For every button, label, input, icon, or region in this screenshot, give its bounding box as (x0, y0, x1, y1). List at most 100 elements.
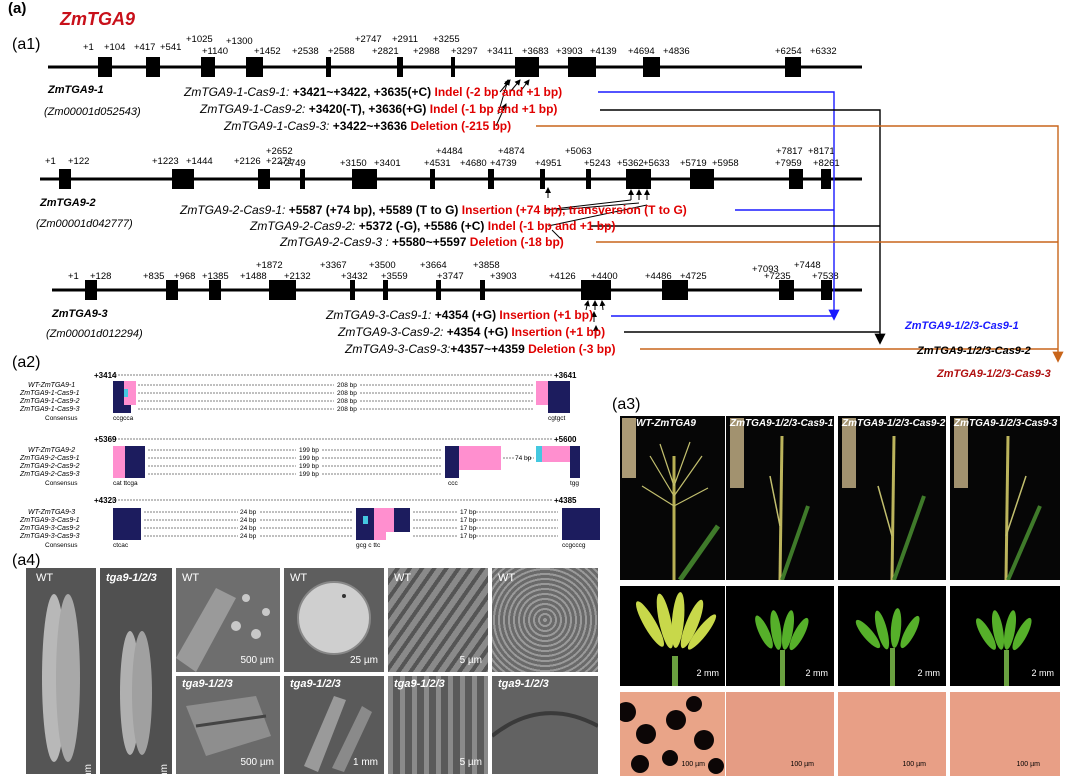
svg-text:+1444: +1444 (186, 156, 213, 167)
svg-text:+7448: +7448 (794, 260, 821, 271)
gene1-track (48, 57, 862, 77)
svg-text:+4739: +4739 (490, 158, 517, 169)
svg-text:+4139: +4139 (590, 46, 617, 57)
tassel-photo-cas9-1: ZmTGA9-1/2/3-Cas9-1 (726, 416, 834, 580)
svg-text:+2588: +2588 (328, 46, 355, 57)
svg-text:ZmTGA9-2-Cas9-1: ZmTGA9-2-Cas9-1 (19, 455, 80, 462)
sem-mutant-4: tga9-1/2/3 (492, 676, 598, 774)
svg-text:+5243: +5243 (584, 158, 611, 169)
svg-text:ZmTGA9-3-Cas9-1: ZmTGA9-3-Cas9-1 (19, 517, 80, 524)
svg-text:24 bp: 24 bp (240, 509, 257, 516)
svg-text:74 bp: 74 bp (515, 455, 532, 462)
svg-text:+5362: +5362 (617, 158, 644, 169)
spikelet-photo-cas9-1: 2 mm (726, 586, 834, 686)
mutation-line: ZmTGA9-3-Cas9-2: +4354 (+G) Insertion (+… (338, 325, 606, 339)
svg-text:+3683: +3683 (522, 46, 549, 57)
sequence-alignment: +3414 +3641 WT-ZmTGA9-1 ZmTGA9-1-Cas9-1 … (19, 371, 600, 549)
sem-mutant-1: tga9-1/2/3 500 µm (176, 676, 280, 774)
svg-text:+3858: +3858 (473, 260, 500, 271)
tassel-photo-wt: WT-ZmTGA9 (620, 416, 725, 580)
mutation-line: ZmTGA9-2-Cas9-2: +5372 (-G), +5586 (+C) … (250, 219, 616, 233)
svg-text:+2652: +2652 (266, 146, 293, 157)
scale-label: 500 µm (240, 655, 274, 666)
scale-label: 500 µm (240, 757, 274, 768)
pollen-photo-cas9-3: 100 µm (950, 692, 1060, 776)
svg-text:Consensus: Consensus (45, 415, 78, 422)
svg-text:208 bp: 208 bp (337, 406, 357, 413)
svg-text:208 bp: 208 bp (337, 390, 357, 397)
spikelet-photo-wt: 2 mm (620, 586, 725, 686)
svg-text:+4486: +4486 (645, 271, 672, 282)
sem-label: WT (182, 572, 200, 584)
svg-text:199 bp: 199 bp (299, 471, 319, 478)
a3-col-label: WT-ZmTGA9 (636, 418, 696, 429)
panel-a-label: (a) (8, 0, 27, 17)
gene3-target-arrows (583, 300, 606, 336)
svg-text:+835: +835 (143, 271, 164, 282)
svg-text:ctcac: ctcac (113, 542, 129, 549)
svg-text:+3500: +3500 (369, 260, 396, 271)
gene-structure-diagram: +1+104+417+541 +1025+1140+1300+1452 +253… (40, 34, 1064, 363)
pollen-photo-wt: 100 µm (620, 692, 725, 776)
svg-text:+3367: +3367 (320, 260, 347, 271)
gene2-ticks: +1+122+1223+1444 +2126+2271+2652+2749 +3… (45, 146, 840, 169)
gene1-id: (Zm00001d052543) (44, 106, 141, 118)
svg-text:Consensus: Consensus (45, 480, 78, 487)
sem-wt-3: WT 5 µm (388, 568, 488, 672)
svg-text:+5633: +5633 (643, 158, 670, 169)
svg-text:+8261: +8261 (813, 158, 840, 169)
svg-text:+4680: +4680 (460, 158, 487, 169)
svg-text:+417: +417 (134, 42, 155, 53)
svg-text:+2911: +2911 (392, 34, 418, 45)
svg-text:+1452: +1452 (254, 46, 281, 57)
svg-text:17 bp: 17 bp (460, 533, 477, 540)
gene3-track (52, 280, 862, 300)
svg-text:+3150: +3150 (340, 158, 367, 169)
svg-text:WT-ZmTGA9-3: WT-ZmTGA9-3 (28, 509, 75, 516)
svg-text:+5719: +5719 (680, 158, 707, 169)
svg-text:+1: +1 (45, 156, 56, 167)
panel-a4-label: (a4) (12, 552, 41, 569)
sem-anther-mutant: tga9-1/2/3 1 mm (100, 568, 172, 774)
svg-text:+1385: +1385 (202, 271, 229, 282)
svg-text:+541: +541 (160, 42, 181, 53)
svg-text:+1300: +1300 (226, 36, 253, 47)
svg-text:ccgcccg: ccgcccg (562, 542, 586, 549)
sem-label: tga9-1/2/3 (182, 678, 233, 690)
svg-text:+2132: +2132 (284, 271, 311, 282)
svg-text:+3664: +3664 (420, 260, 447, 271)
mutation-line: ZmTGA9-1-Cas9-2: +3420(-T), +3636(+G) In… (200, 102, 558, 116)
svg-text:ZmTGA9-3-Cas9-2: ZmTGA9-3-Cas9-2 (19, 525, 80, 532)
sem-wt-1: WT 500 µm (176, 568, 280, 672)
svg-text:+2271: +2271 (266, 156, 293, 167)
a3-col-label: ZmTGA9-1/2/3-Cas9-1 (730, 418, 834, 429)
svg-text:+3255: +3255 (433, 34, 460, 45)
svg-text:ZmTGA9-2-Cas9-3: ZmTGA9-2-Cas9-3 (19, 471, 80, 478)
svg-text:+7538: +7538 (812, 271, 839, 282)
svg-text:+4874: +4874 (498, 146, 525, 157)
block1-rows: WT-ZmTGA9-1 ZmTGA9-1-Cas9-1 ZmTGA9-1-Cas… (19, 382, 80, 413)
sem-label: WT (498, 572, 516, 584)
sem-anther-wt: WT 1 mm (26, 568, 96, 774)
svg-text:+6332: +6332 (810, 46, 837, 57)
svg-text:+3903: +3903 (556, 46, 583, 57)
gene3-name: ZmTGA9-3 (52, 308, 108, 320)
svg-text:+2538: +2538 (292, 46, 319, 57)
svg-text:+1872: +1872 (256, 260, 283, 271)
svg-text:+2988: +2988 (413, 46, 440, 57)
pollen-photo-cas9-2: 100 µm (838, 692, 946, 776)
scale-label: 100 µm (681, 761, 706, 768)
svg-text:+3432: +3432 (341, 271, 368, 282)
svg-text:24 bp: 24 bp (240, 525, 257, 532)
svg-text:+8171: +8171 (808, 146, 835, 157)
sem-label: WT (290, 572, 308, 584)
mutation-line: ZmTGA9-3-Cas9-1: +4354 (+G) Insertion (+… (326, 308, 594, 322)
svg-text:Consensus: Consensus (45, 542, 78, 549)
scale-label: 2 mm (1031, 668, 1055, 678)
scale-label: 1 mm (353, 757, 378, 768)
svg-text:+968: +968 (174, 271, 195, 282)
svg-text:+7959: +7959 (775, 158, 802, 169)
svg-text:+3641: +3641 (554, 371, 577, 380)
svg-text:ZmTGA9-1-Cas9-1: ZmTGA9-1-Cas9-1 (19, 390, 80, 397)
tassel-photo-cas9-3: ZmTGA9-1/2/3-Cas9-3 (950, 416, 1060, 580)
